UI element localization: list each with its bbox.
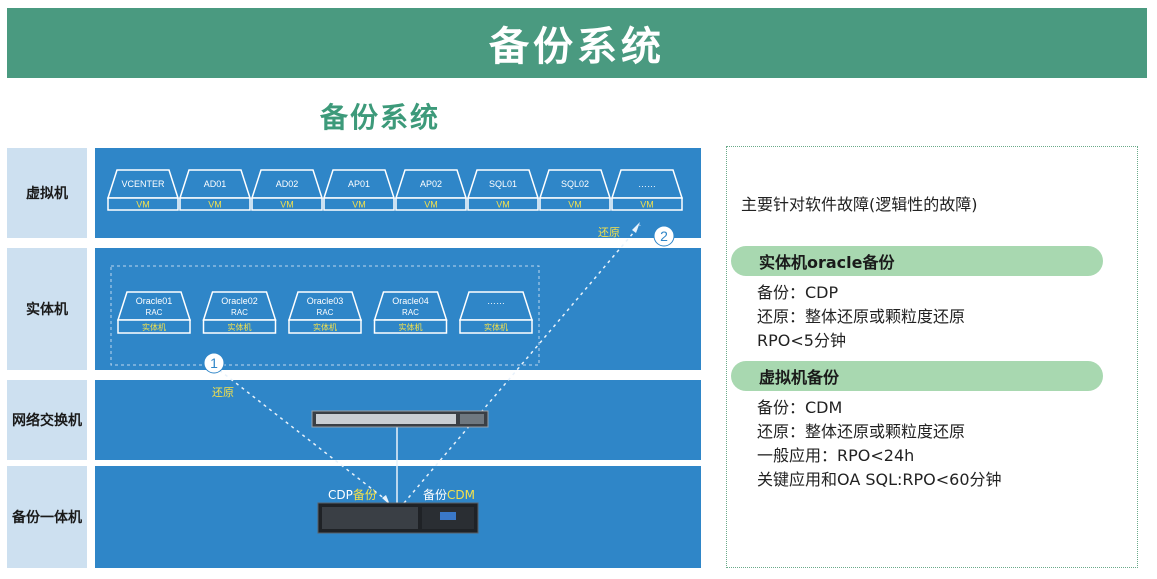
vm-tag: VM (208, 200, 222, 210)
vm-name: AP02 (420, 179, 442, 189)
row-label-vm: 虚拟机 (7, 148, 87, 238)
physical-tag: 实体机 (399, 322, 423, 332)
notes-intro: 主要针对软件故障(逻辑性的故障) (741, 195, 978, 214)
physical-tag: 实体机 (142, 322, 166, 332)
physical-name: Oracle02 (221, 296, 258, 306)
vm-tag: VM (640, 200, 654, 210)
row-label-physical: 实体机 (7, 248, 87, 370)
physical-sub: RAC (231, 308, 248, 317)
vm-rpo-critical-line: 关键应用和OA SQL:RPO<60分钟 (757, 470, 1002, 489)
vm-tag: VM (568, 200, 582, 210)
cdp-backup-prefix: CDP (328, 488, 353, 502)
row-label-switch: 网络交换机 (7, 380, 87, 460)
section-physical-oracle-title: 实体机oracle备份 (731, 246, 1103, 276)
section-vm-title: 虚拟机备份 (731, 361, 1103, 391)
restore-label-top: 还原 (598, 226, 620, 239)
step-2-marker (653, 225, 675, 247)
vm-name: VCENTER (121, 179, 165, 189)
restore-path-physical (213, 365, 391, 504)
vm-name: AD01 (204, 179, 227, 189)
physical-sub: RAC (317, 308, 334, 317)
cdm-backup-label: 备份CDM (423, 488, 475, 502)
vm-node: VCENTER VM (106, 169, 180, 211)
cdm-backup-prefix: 备份 (423, 488, 447, 502)
vm-tag: VM (352, 200, 366, 210)
vm-node: …… VM (610, 169, 684, 211)
physical-restore-line: 还原：整体还原或颗粒度还原 (757, 307, 966, 326)
vm-tag: VM (496, 200, 510, 210)
vm-name: SQL01 (489, 179, 517, 189)
physical-backup-line: 备份：CDP (757, 283, 839, 302)
vm-name: SQL02 (561, 179, 589, 189)
vm-tag: VM (424, 200, 438, 210)
vm-restore-line: 还原：整体还原或颗粒度还原 (757, 422, 966, 441)
physical-name: Oracle03 (307, 296, 344, 306)
banner-title: 备份系统 (7, 8, 1147, 78)
cdm-backup-suffix: CDM (447, 488, 475, 502)
restore-path-vm (403, 224, 641, 504)
cdp-backup-label: CDP备份 (328, 488, 377, 502)
vm-name: AD02 (276, 179, 299, 189)
cdp-backup-suffix: 备份 (353, 488, 377, 502)
vm-backup-line: 备份：CDM (757, 398, 843, 417)
restore-label-bottom: 还原 (212, 386, 234, 399)
step-2-label: 2 (660, 228, 668, 244)
physical-group-box (110, 265, 540, 366)
vm-rpo-general-line: 一般应用：RPO<24h (757, 446, 915, 465)
step-1-label: 1 (210, 355, 218, 371)
physical-rpo-line: RPO<5分钟 (757, 331, 846, 350)
physical-sub: RAC (402, 308, 419, 317)
physical-tag: 实体机 (228, 322, 252, 332)
vm-tag: VM (280, 200, 294, 210)
vm-tag: VM (136, 200, 150, 210)
backup-appliance-icon (317, 502, 479, 534)
physical-tag: 实体机 (313, 322, 337, 332)
step-1-marker (203, 352, 225, 374)
physical-name: Oracle04 (392, 296, 429, 306)
physical-tag: 实体机 (484, 322, 508, 332)
physical-name: …… (487, 296, 505, 306)
diagram-subtitle: 备份系统 (319, 101, 440, 134)
physical-node: …… 实体机 (458, 291, 534, 334)
notes-panel: 主要针对软件故障(逻辑性的故障) 实体机oracle备份 备份：CDP 还原：整… (726, 146, 1138, 568)
arrow-up-icon (632, 222, 640, 233)
physical-sub: RAC (146, 308, 163, 317)
row-label-backup-appliance: 备份一体机 (7, 466, 87, 568)
network-switch-icon (311, 410, 489, 428)
vm-name: AP01 (348, 179, 370, 189)
vm-name: …… (638, 179, 656, 189)
physical-name: Oracle01 (136, 296, 173, 306)
